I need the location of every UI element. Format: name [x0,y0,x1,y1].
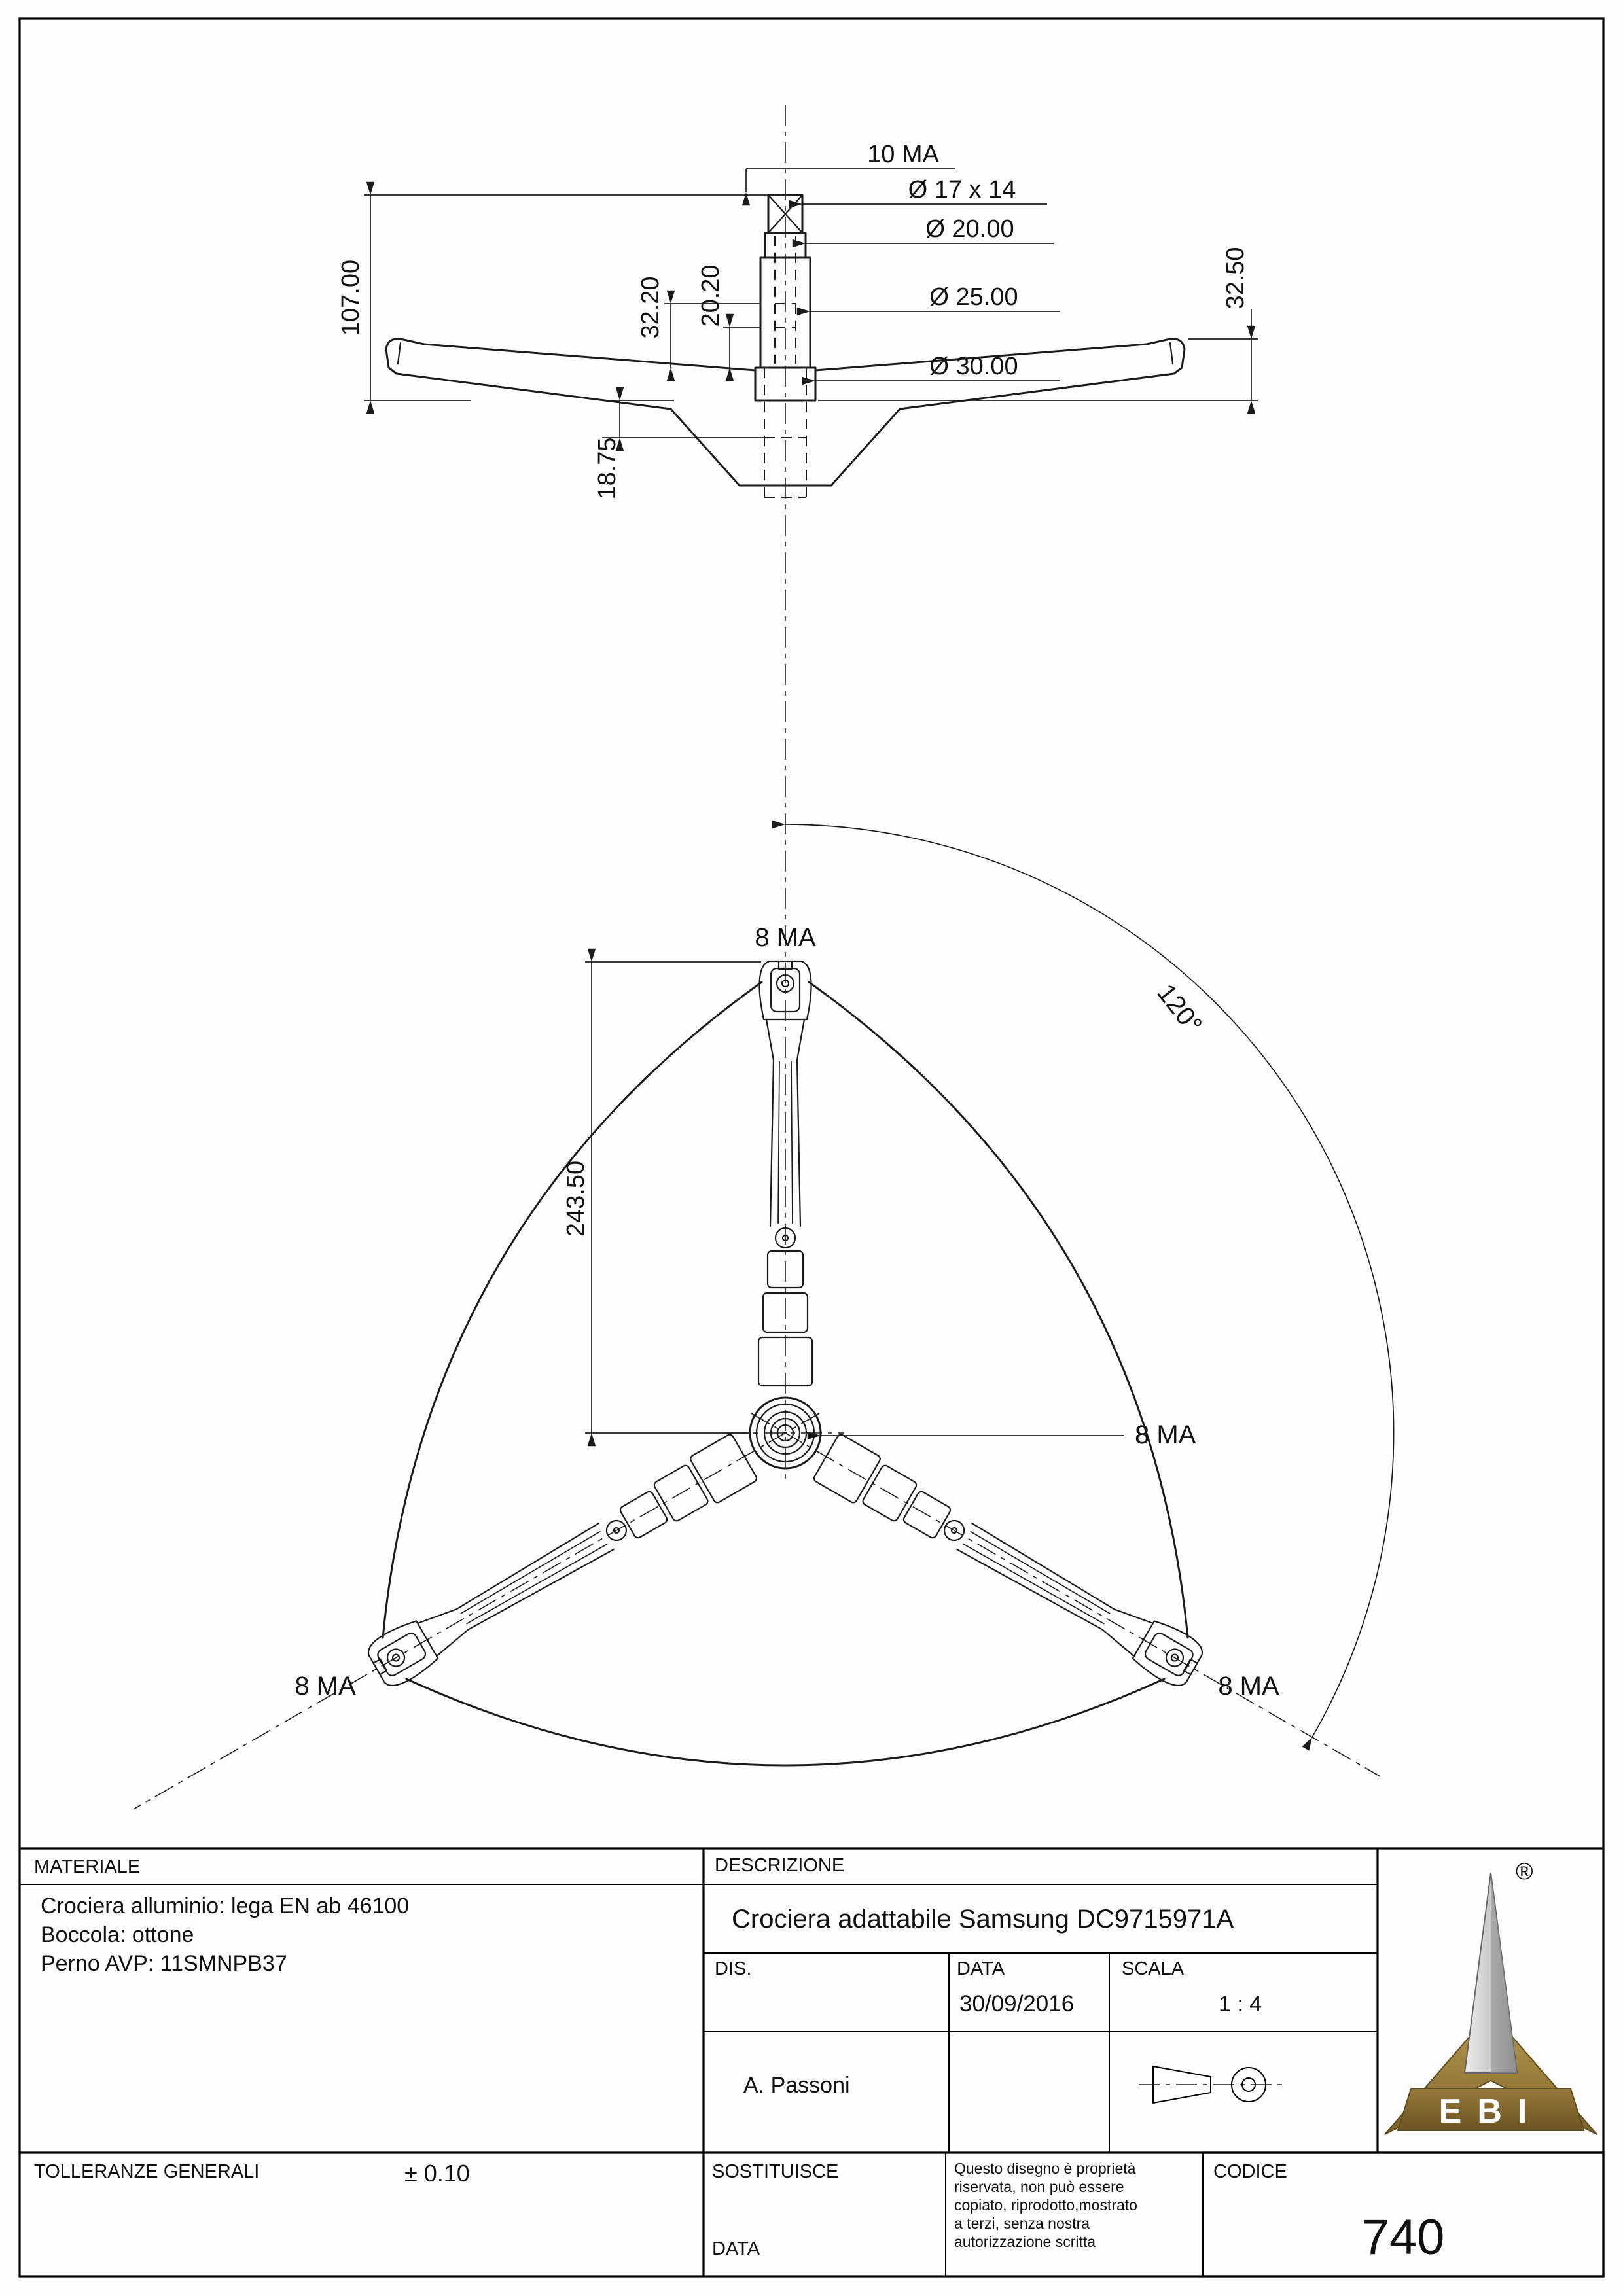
label-8ma-top: 8 MA [755,923,816,952]
descrizione-label: DESCRIZIONE [715,1855,844,1876]
dis-label: DIS. [715,1958,751,1979]
title-block: MATERIALE Crociera alluminio: lega EN ab… [20,1847,1605,2278]
dim-24350-text: 243.50 [562,1161,590,1237]
svg-text:Questo disegno è proprietà: Questo disegno è proprietà [954,2160,1136,2177]
centerline-left-arm [133,1413,820,1810]
svg-text:copiato, riprodotto,mostrato: copiato, riprodotto,mostrato [954,2197,1137,2214]
dimension-3250: 32.50 [818,247,1258,414]
tip-right [1145,338,1186,375]
tip-left [385,338,425,375]
materiale-label: MATERIALE [34,1856,140,1877]
tolleranze-value: ± 0.10 [404,2160,470,2187]
hub-skirt [669,408,901,487]
codice-label: CODICE [1213,2161,1287,2182]
sostituisce-label: SOSTITUISCE [712,2161,838,2182]
company-logo: ® EBI [1384,1858,1597,2135]
label-dia30: Ø 30.00 [929,353,1018,380]
dimension-3220-2020: 32.20 20.20 [637,264,760,381]
arm-bottom-left [395,372,672,410]
svg-text:riservata, non può essere: riservata, non può essere [954,2178,1124,2195]
spider-view: 120° 243.50 8 MA 8 MA 8 MA 8 MA [133,820,1395,1810]
dimension-24350: 243.50 [562,948,761,1447]
dim-2020-text: 20.20 [697,264,724,327]
dim-107-text: 107.00 [337,260,365,336]
arm-bottom-right [899,372,1175,410]
data2-label: DATA [712,2238,760,2259]
label-thread: 10 MA [867,141,939,168]
dis-value: A. Passoni [743,2073,850,2098]
leader-labels: 10 MA Ø 17 x 14 Ø 20.00 Ø 25.00 Ø 30.00 [741,141,1060,385]
dim-3220-text: 32.20 [637,276,664,338]
label-dia17: Ø 17 x 14 [908,176,1016,203]
label-dia25: Ø 25.00 [929,283,1018,311]
label-8ma-left: 8 MA [294,1672,356,1701]
projection-symbol-icon [1139,2065,1284,2104]
logo-band [1397,2088,1585,2131]
svg-text:autorizzazione scritta: autorizzazione scritta [954,2233,1096,2250]
label-dia20: Ø 20.00 [925,215,1014,243]
dia30-flange [754,366,817,402]
side-view: 107.00 32.20 20.20 32.50 18.75 [337,105,1258,1480]
web-curve-right [808,981,1189,1639]
dim-1875-text: 18.75 [594,437,621,499]
sheet-border [18,17,1605,2278]
codice-value: 740 [1362,2210,1445,2265]
tolleranze-label: TOLLERANZE GENERALI [34,2161,259,2182]
materiale-line-1: Crociera alluminio: lega EN ab 46100 [41,1894,409,1918]
dim-3250-text: 32.50 [1222,247,1249,309]
codice-box [1202,2151,1605,2278]
data-label: DATA [957,1958,1005,1979]
materiale-line-3: Perno AVP: 11SMNPB37 [41,1951,287,1976]
label-8ma-center: 8 MA [1135,1421,1196,1449]
dimension-120deg: 120° [772,820,1395,1751]
web-curve-left [382,981,763,1639]
materiale-line-2: Boccola: ottone [41,1922,194,1947]
label-8ma-right: 8 MA [1218,1672,1279,1701]
arm-top-left [423,343,757,372]
arm-top-right [814,343,1148,372]
dimension-107: 107.00 [337,181,768,414]
data-value: 30/09/2016 [959,1991,1074,2017]
svg-text:a terzi, senza nostra: a terzi, senza nostra [954,2215,1090,2232]
logo-spike-shade [1491,1873,1517,2073]
arm-top [757,960,813,1387]
registered-mark: ® [1516,1858,1533,1884]
scala-value: 1 : 4 [1219,1992,1262,2017]
logo-text: EBI [1439,2093,1543,2130]
centerline-right-arm [751,1413,1381,1777]
descrizione-value: Crociera adattabile Samsung DC9715971A [732,1905,1234,1934]
angle-120-text: 120° [1151,979,1207,1039]
web-curve-bottom [405,1678,1166,1767]
scala-label: SCALA [1122,1958,1185,1979]
dimension-1875: 18.75 [594,387,764,500]
copyright-note: Questo disegno è proprietà riservata, no… [954,2160,1137,2250]
